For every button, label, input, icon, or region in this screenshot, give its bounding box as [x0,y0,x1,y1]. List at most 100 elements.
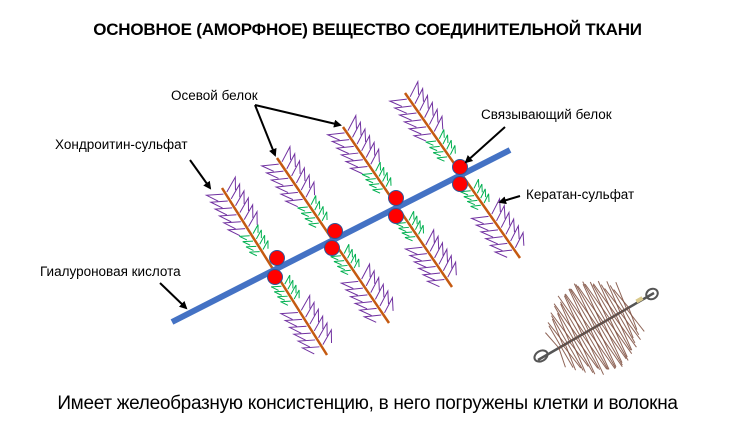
chondroitin-sulfate-chain [295,166,306,184]
keratan-sulfate-chain [398,226,409,233]
arrow-core-protein-2 [254,104,342,128]
chondroitin-sulfate-chain [334,145,354,155]
keratan-sulfate-chain [350,253,357,264]
chondroitin-sulfate-chain [384,295,394,314]
brush-bristle [558,347,566,368]
brush-loop-left [533,349,549,363]
brush-bristle [600,323,627,360]
chondroitin-sulfate-chain [438,247,449,265]
brush-bristle [592,328,617,369]
chondroitin-sulfate-chain [483,236,503,245]
chondroitin-sulfate-chain [392,105,412,114]
keratan-sulfate-chain [404,236,416,242]
chondroitin-sulfate-chain [379,289,390,307]
brush-bristle [547,322,566,345]
chondroitin-sulfate-chain [479,229,499,238]
keratan-sulfate-chain [353,258,360,269]
chondroitin-sulfate-chain [474,222,494,231]
chondroitin-sulfate-chain [283,318,303,327]
chondroitin-sulfate-chain [442,253,453,271]
link-protein-dot [388,208,404,224]
chondroitin-sulfate-chain [365,268,376,287]
keratan-sulfate-chain [245,245,257,251]
chondroitin-sulfate-chain [447,260,457,278]
chondroitin-sulfate-chain [496,203,506,222]
brush-bristle [594,326,623,368]
keratan-sulfate-chain [429,145,440,152]
brush-bristle [573,283,596,328]
chondroitin-sulfate-chain [222,221,241,230]
keratan-sulfate-chain [411,215,418,226]
proteoglycan-4 [388,79,525,259]
chondroitin-sulfate-chain [243,202,254,220]
brush-bristle [573,339,594,373]
link-proteins-group [267,159,468,285]
chondroitin-sulfate-chain [434,240,444,259]
chondroitin-sulfate-chain [403,246,423,255]
brush-bristle [609,285,625,311]
brush-bristle [615,282,628,310]
brush-bristle [613,289,630,308]
keratan-sulfate-chain [365,178,376,184]
keratan-sulfate-chain [287,279,294,290]
arrow-link-protein [464,126,506,164]
brush-bristle [626,308,645,332]
brush-bristle [613,315,637,348]
brush-bristle [619,312,641,340]
brush-bristle [597,280,615,317]
chondroitin-sulfate-chain [416,266,436,275]
keratan-sulfate-chain [321,211,328,222]
chondroitin-sulfate-chain [356,127,367,145]
chondroitin-sulfate-chain [370,275,380,293]
keratan-sulfate-chain [255,229,262,240]
keratan-sulfate-chain [378,166,385,177]
keratan-sulfate-chain [463,195,475,201]
label-chondroitin-sulfate: Хондроитин-сульфат [55,137,188,152]
chondroitin-sulfate-chain [357,307,377,317]
chondroitin-sulfate-chain [300,173,311,191]
keratan-sulfate-chain [274,290,285,296]
keratan-sulfate-chain [280,300,291,306]
brush-bristle [569,288,594,329]
brush-bristle [581,334,608,370]
label-hyaluronic-acid: Гиалуроновая кислота [40,264,181,279]
brush-bristle [550,312,572,341]
brush-bristle [582,281,606,322]
keratan-sulfate-chain [480,188,487,199]
brush-bristle [575,337,599,369]
chondroitin-sulfate-chain [279,311,298,320]
link-protein-dot [324,240,340,256]
chondroitin-sulfate-chain [491,197,501,215]
chondroitin-sulfate-chain [424,100,434,118]
chondroitin-sulfate-chain [283,198,303,208]
link-protein-dot [388,190,404,206]
chondroitin-sulfate-chain [235,189,245,207]
chondroitin-sulfate-chain [402,119,422,128]
brush-bristle [560,303,577,339]
chondroitin-sulfate-chain [286,152,296,170]
chondroitin-sulfate-chain [239,196,250,213]
brush-bristle [551,318,564,346]
keratan-sulfate-chain [476,183,483,194]
chondroitin-sulfate-chain [344,287,363,296]
chondroitin-sulfate-chain [414,86,424,104]
chondroitin-sulfate-chain [305,180,316,198]
brush-bristle [609,318,628,358]
chondroitin-sulfate-chain [347,113,358,131]
keratan-sulfate-chain [408,210,415,221]
chondroitin-sulfate-chain [397,112,417,121]
keratan-sulfate-chain [483,193,490,204]
keratan-sulfate-chain [252,224,259,234]
chondroitin-sulfate-chain [213,207,233,216]
keratan-sulfate-chain [337,264,348,271]
label-keratan-sulfate: Кератан-сульфат [526,187,635,202]
brush-bristle [607,319,633,354]
chondroitin-sulfate-chain [488,242,508,252]
brush-bristle [564,293,592,330]
bottle-brush-icon [533,280,659,375]
brush-bristle [602,322,623,363]
chondroitin-sulfate-chain [217,214,237,223]
brush-bristle [563,295,583,335]
keratan-sulfate-chain [242,240,254,246]
keratan-sulfate-chain [318,206,324,216]
